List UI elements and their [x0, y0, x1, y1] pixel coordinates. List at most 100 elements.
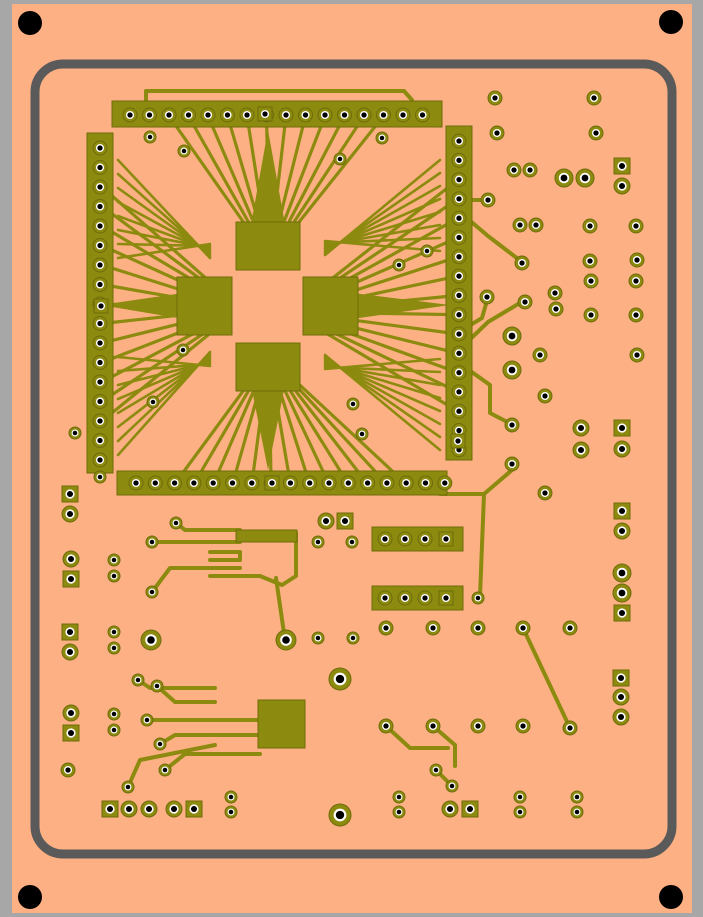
- drill-hole: [67, 555, 75, 563]
- drill-hole: [111, 727, 117, 733]
- drill-hole: [634, 352, 640, 358]
- trace: [155, 684, 217, 704]
- trace-pad-block: [235, 529, 298, 543]
- drill-hole: [350, 635, 356, 641]
- drill-hole: [307, 480, 313, 486]
- drill-hole: [508, 332, 516, 340]
- drill-hole: [145, 805, 153, 813]
- drill-hole: [456, 273, 462, 279]
- drill-hole: [66, 628, 74, 636]
- drill-hole: [634, 257, 640, 263]
- drill-hole: [508, 366, 516, 374]
- drill-hole: [587, 258, 593, 264]
- board-outline: [30, 59, 677, 859]
- drill-hole: [618, 445, 626, 453]
- drill-hole: [302, 112, 309, 118]
- drill-hole: [98, 303, 104, 309]
- fanout-trace: [186, 114, 256, 234]
- drill-hole: [72, 430, 78, 436]
- finger-taper-right: [345, 292, 450, 320]
- mounting-hole: [18, 11, 42, 35]
- drill-hole: [456, 215, 462, 221]
- drill-hole: [97, 379, 103, 385]
- drill-hole: [492, 95, 498, 101]
- drill-hole: [269, 480, 275, 486]
- drill-hole: [533, 222, 539, 228]
- drill-hole: [185, 112, 192, 118]
- drill-hole: [475, 625, 481, 631]
- drill-hole: [422, 536, 428, 542]
- drill-hole: [542, 490, 548, 496]
- drill-hole: [433, 767, 439, 773]
- drill-hole: [577, 446, 585, 454]
- fanout-trace: [292, 378, 408, 486]
- drill-hole: [262, 111, 268, 117]
- drill-hole: [466, 805, 474, 813]
- drill-hole: [350, 401, 356, 407]
- drill-hole: [228, 794, 234, 800]
- drill-hole: [364, 480, 371, 486]
- drill-hole: [173, 520, 179, 526]
- drill-hole: [152, 480, 158, 486]
- drill-hole: [422, 480, 429, 486]
- drill-hole: [191, 480, 197, 486]
- drill-hole: [149, 589, 155, 595]
- drill-hole: [581, 174, 589, 182]
- fanout-trace: [278, 114, 327, 234]
- drill-hole: [424, 248, 430, 254]
- drill-hole: [150, 399, 156, 405]
- drill-hole: [593, 130, 599, 136]
- drill-hole: [210, 480, 216, 486]
- drill-hole: [127, 112, 133, 118]
- drill-hole: [379, 135, 385, 141]
- drill-hole: [402, 595, 408, 601]
- drill-hole: [147, 636, 155, 644]
- drill-hole: [322, 517, 330, 525]
- drill-hole: [456, 196, 462, 202]
- drill-hole: [170, 805, 178, 813]
- drill-hole: [67, 709, 75, 717]
- drill-hole: [449, 783, 455, 789]
- drill-hole: [456, 331, 462, 337]
- fanout-trace: [285, 114, 366, 234]
- finger-taper-bottom: [250, 380, 286, 470]
- drill-hole: [97, 340, 103, 346]
- fanout-trace: [320, 325, 460, 394]
- drill-hole: [633, 278, 639, 284]
- drill-hole: [382, 536, 388, 542]
- drill-hole: [567, 625, 573, 631]
- drill-hole: [485, 197, 491, 203]
- drill-hole: [97, 184, 103, 190]
- trace: [460, 363, 515, 427]
- drill-hole: [345, 480, 351, 486]
- drill-hole: [422, 595, 428, 601]
- top-header-strip: [111, 100, 443, 128]
- drill-hole: [97, 281, 103, 288]
- drill-hole: [205, 112, 211, 118]
- drill-hole: [588, 312, 594, 318]
- drill-hole: [618, 527, 626, 535]
- drill-hole: [337, 156, 343, 162]
- trace: [274, 576, 287, 642]
- drill-hole: [511, 167, 517, 173]
- drill-hole: [475, 595, 481, 601]
- drill-hole: [125, 784, 131, 790]
- drill-hole: [359, 431, 365, 437]
- drill-hole: [229, 480, 236, 486]
- drill-hole: [517, 809, 523, 815]
- drill-hole: [67, 729, 75, 737]
- drill-hole: [326, 480, 332, 486]
- fanout-trace: [282, 378, 350, 486]
- drill-hole: [66, 510, 74, 518]
- drill-hole: [65, 767, 71, 773]
- mounting-hole: [18, 885, 42, 909]
- drill-hole: [442, 480, 448, 486]
- drill-hole: [315, 635, 321, 641]
- drill-hole: [617, 674, 625, 682]
- drill-hole: [97, 203, 103, 210]
- drill-hole: [456, 176, 462, 183]
- drill-hole: [244, 112, 250, 118]
- drill-hole: [341, 517, 349, 525]
- drill-hole: [430, 723, 436, 729]
- drill-hole: [618, 182, 626, 190]
